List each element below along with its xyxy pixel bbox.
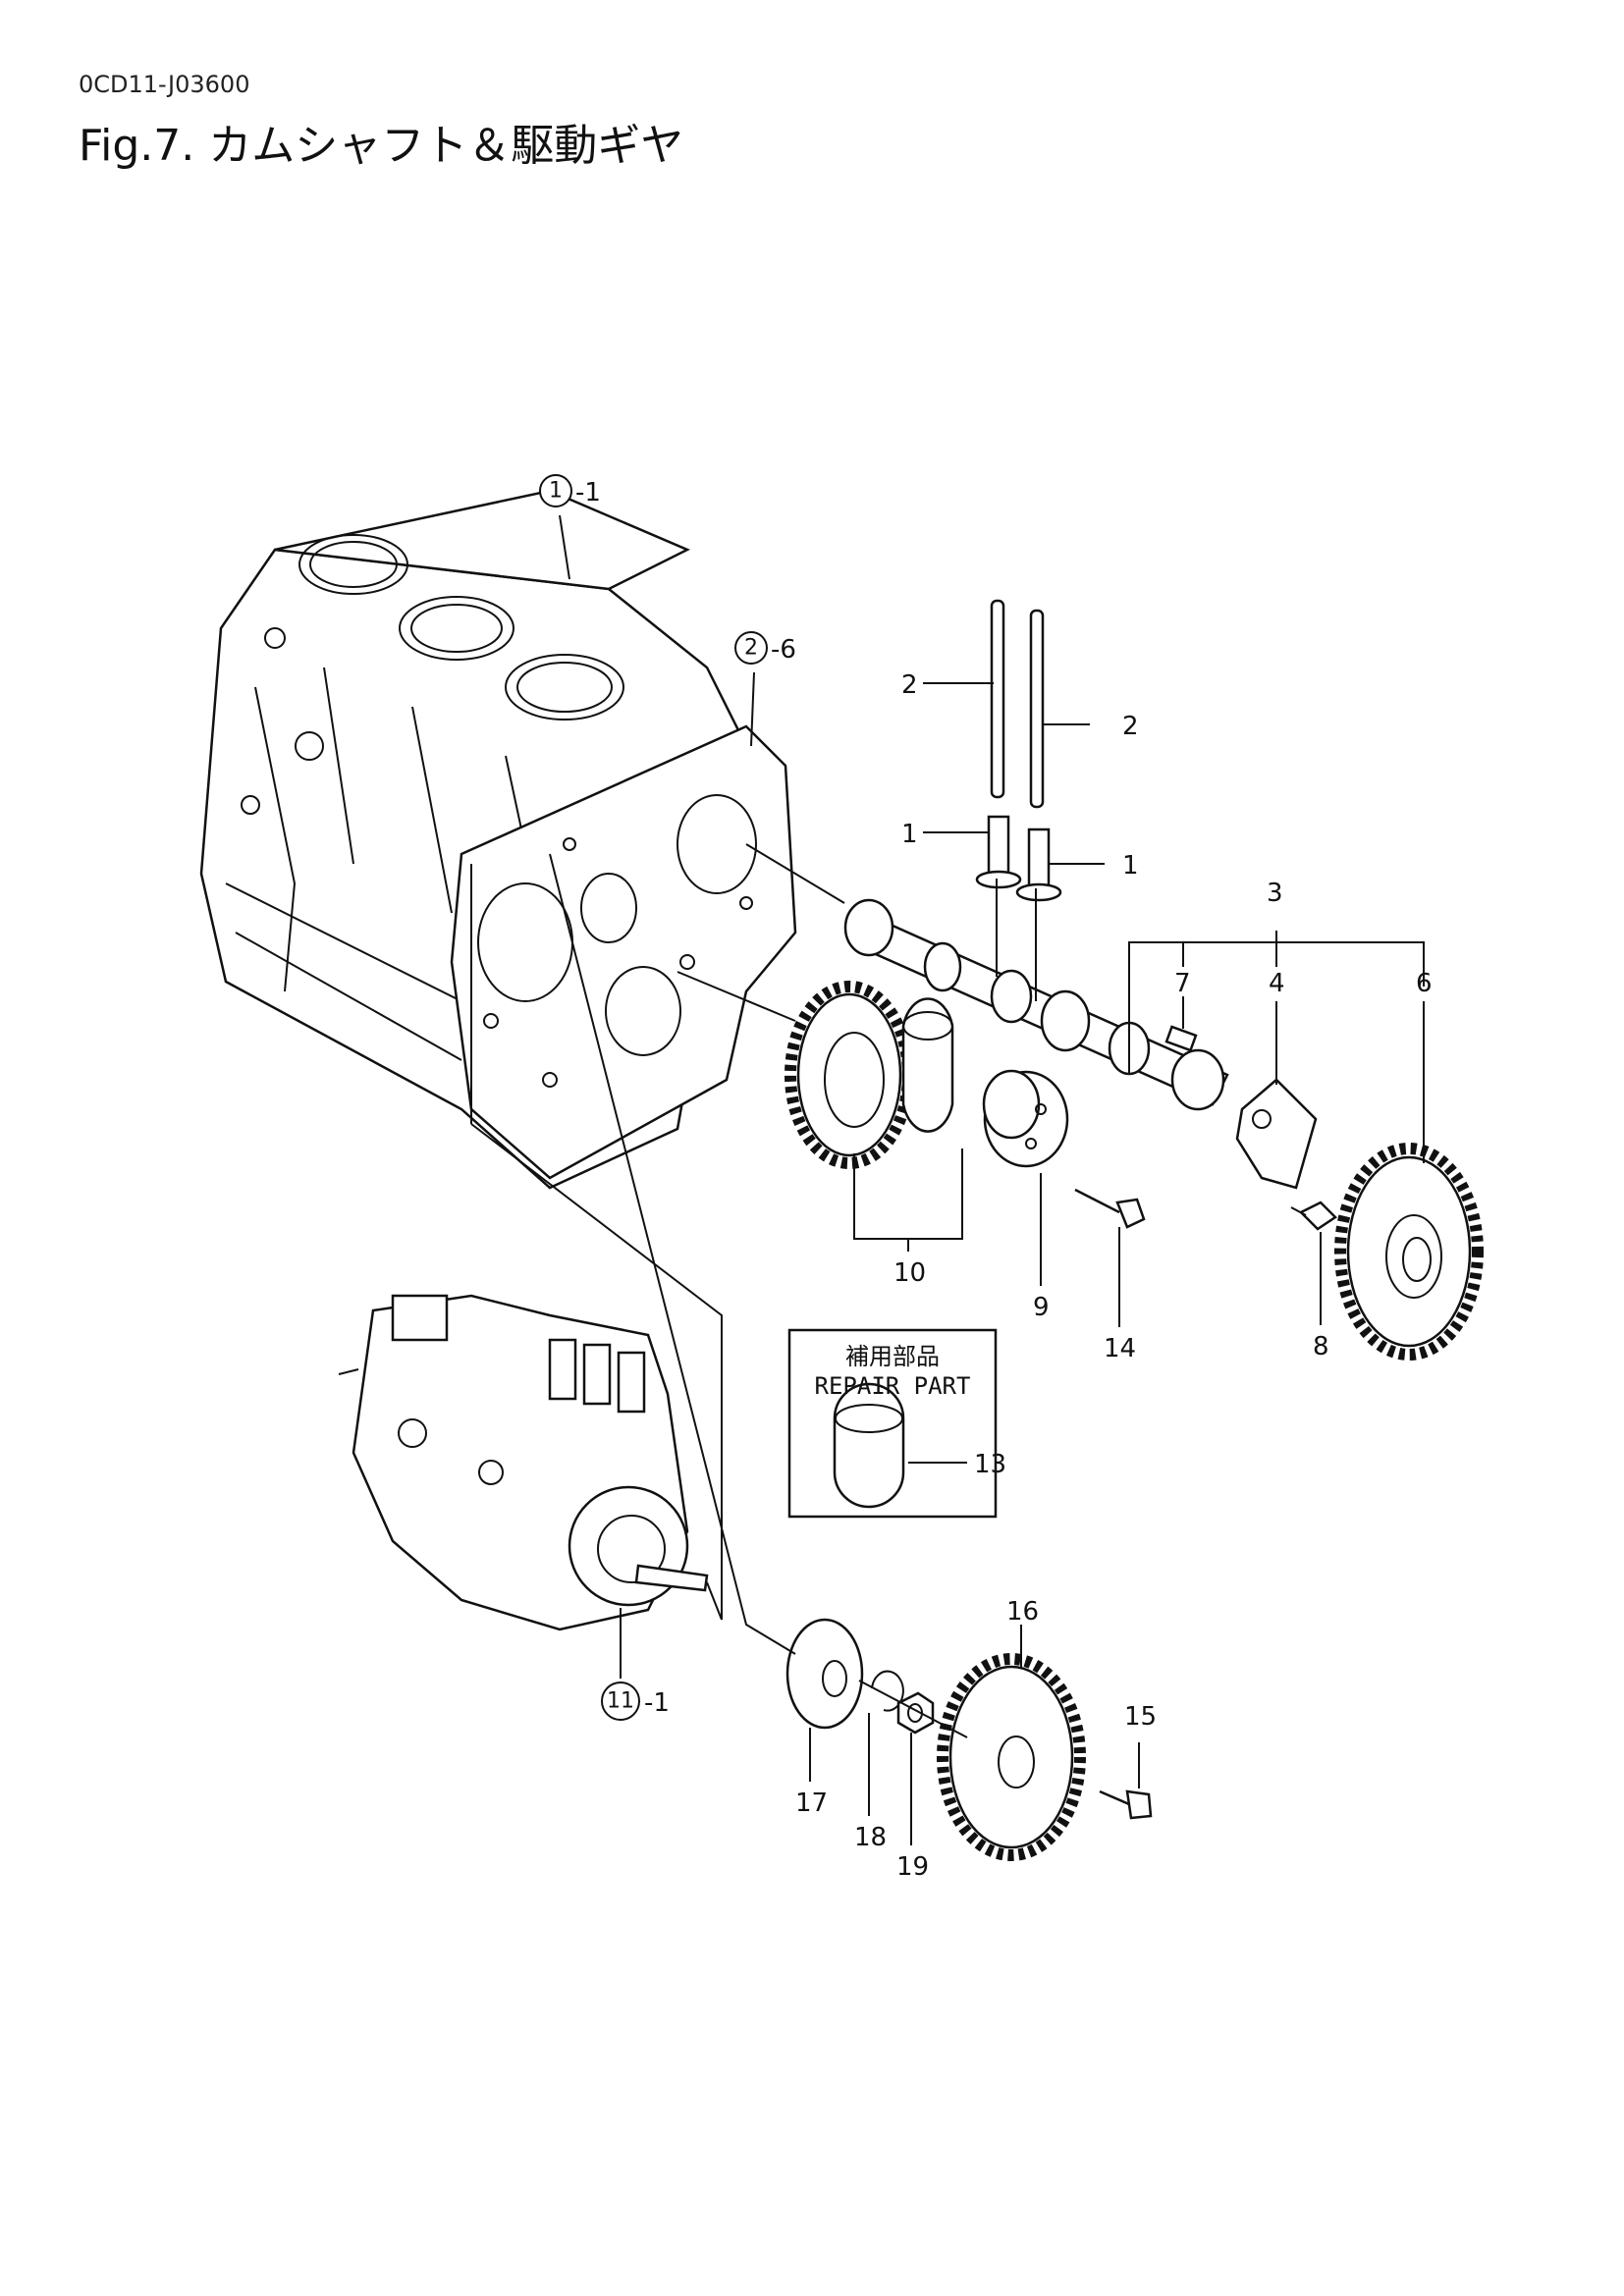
callout-plate-2-6: 2 -6 (734, 631, 796, 665)
svg-text:-1: -1 (644, 1688, 670, 1718)
repair-part-title-en: REPAIR PART (815, 1372, 971, 1400)
svg-text:2: 2 (744, 636, 758, 661)
callout-idle-gear-assy: 10 (893, 1258, 926, 1288)
callout-tappet-a: 1 (901, 820, 918, 849)
callout-key: 7 (1174, 969, 1191, 998)
injection-pump-illustration (338, 1294, 689, 1631)
callout-pump-gear: 16 (1006, 1597, 1039, 1627)
nut-illustration (896, 1691, 935, 1735)
push-rods-illustration (990, 599, 1045, 809)
svg-text:1: 1 (549, 479, 563, 504)
repair-part-box (787, 1328, 998, 1519)
callout-block-1-1: 1 -1 (539, 474, 601, 507)
idle-gear-illustration (785, 981, 914, 1169)
assembly-lines (470, 843, 1037, 1738)
figure-title: Fig.7. カムシャフト＆駆動ギヤ (79, 121, 684, 171)
pump-drive-gear-illustration (937, 1653, 1086, 1861)
callout-cam-gear: 6 (1416, 969, 1433, 998)
plate-bolt-illustration (1290, 1201, 1337, 1231)
idle-gear-shaft-illustration (982, 1069, 1069, 1168)
camshaft-illustration (843, 898, 1229, 1111)
repair-part-title-jp: 補用部品 (845, 1343, 940, 1370)
callout-pump-bolt: 15 (1124, 1702, 1157, 1732)
coupling-illustration (785, 1618, 864, 1730)
callout-push-rod-a: 2 (901, 670, 918, 700)
idle-bolt-illustration (1074, 1188, 1146, 1229)
pump-shaft-illustration (634, 1564, 709, 1592)
callout-plate-bolt: 8 (1313, 1332, 1329, 1362)
svg-text:11: 11 (607, 1689, 634, 1714)
callout-leaders (559, 514, 1425, 1845)
document-code: 0CD11-J03600 (79, 71, 250, 98)
callout-idle-shaft: 9 (1033, 1293, 1050, 1322)
callout-push-rod-b: 2 (1122, 712, 1139, 741)
callout-pump-11-1: 11 -1 (601, 1682, 670, 1721)
callout-idle-bolt: 14 (1104, 1334, 1136, 1363)
svg-text:-1: -1 (575, 478, 601, 507)
callout-coupling: 17 (795, 1789, 828, 1818)
gear-case-plate-illustration (450, 724, 797, 1180)
callout-camshaft-assy: 3 (1267, 879, 1283, 908)
key-illustration (1164, 1025, 1198, 1052)
callout-circlip: 18 (854, 1823, 887, 1852)
pump-gear-bolt-illustration (1099, 1789, 1153, 1820)
thrust-plate-illustration (1235, 1078, 1318, 1190)
circlip-illustration (871, 1670, 904, 1712)
camshaft-gear-illustration (1334, 1143, 1484, 1361)
callout-tappet-b: 1 (1122, 851, 1139, 881)
callout-thrust-plate: 4 (1269, 969, 1285, 998)
tappets-illustration (975, 815, 1062, 902)
callout-repair-bushing: 13 (974, 1450, 1006, 1479)
callout-nut: 19 (896, 1852, 929, 1882)
svg-text:-6: -6 (771, 635, 796, 665)
idle-bushing-illustration (901, 997, 954, 1133)
